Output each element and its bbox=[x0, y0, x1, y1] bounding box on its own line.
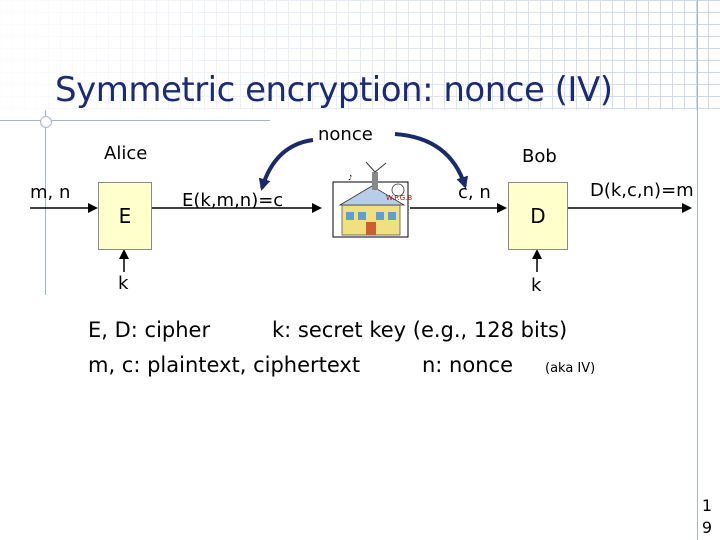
svg-text:♪: ♪ bbox=[348, 174, 352, 182]
legend-plaintext-ciphertext: m, c: plaintext, ciphertext bbox=[88, 353, 361, 377]
page-number-digit-1: 1 bbox=[701, 496, 713, 515]
legend-nonce: n: nonce bbox=[422, 353, 513, 377]
bob-label: Bob bbox=[522, 146, 557, 167]
decrypt-box: D bbox=[508, 182, 568, 250]
alice-input-label: m, n bbox=[30, 182, 71, 203]
alice-key-label: k bbox=[118, 273, 129, 294]
bob-key-label: k bbox=[531, 275, 542, 296]
nonce-label: nonce bbox=[318, 124, 373, 145]
legend-cipher: E, D: cipher bbox=[88, 318, 211, 342]
legend-aka-iv: (aka IV) bbox=[545, 361, 596, 376]
alice-label: Alice bbox=[104, 143, 148, 164]
bob-input-label: c, n bbox=[458, 182, 491, 203]
svg-text:W.P.G.B: W.P.G.B bbox=[386, 194, 412, 202]
margin-circle-ornament bbox=[40, 116, 52, 128]
legend-secret-key: k: secret key (e.g., 128 bits) bbox=[272, 318, 568, 342]
encrypt-box: E bbox=[98, 182, 152, 250]
title-underline bbox=[0, 120, 270, 121]
page-number-digit-2: 9 bbox=[701, 518, 713, 537]
arrow-nonce-to-bob bbox=[394, 132, 469, 189]
decrypt-box-label: D bbox=[530, 204, 546, 228]
arrow-nonce-to-e-output bbox=[258, 138, 314, 191]
header-grid-fade bbox=[0, 0, 720, 110]
encrypt-box-label: E bbox=[118, 204, 132, 228]
right-border-line bbox=[697, 0, 698, 540]
plaintext-output-label: D(k,c,n)=m bbox=[590, 180, 694, 201]
page-number: 1 9 bbox=[697, 495, 717, 539]
building-clipart-icon: ♪ W.P.G.B bbox=[332, 161, 412, 238]
ciphertext-output-label: E(k,m,n)=c bbox=[182, 190, 284, 211]
slide-title: Symmetric encryption: nonce (IV) bbox=[55, 70, 613, 110]
left-margin-line bbox=[45, 110, 46, 295]
